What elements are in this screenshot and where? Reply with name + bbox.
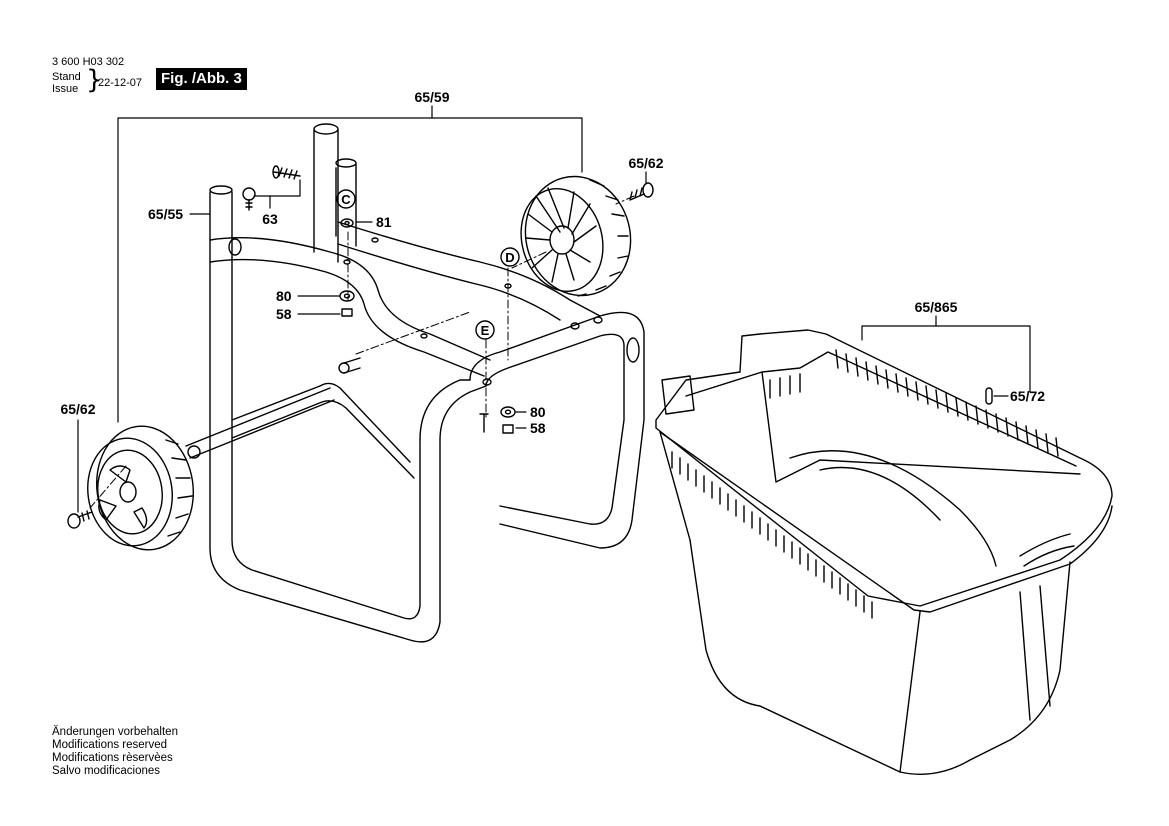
document-number: 3 600 H03 302 [52, 56, 125, 68]
callout-65-62-left: 65/62 [60, 401, 95, 417]
reference-mark-c: C [341, 192, 351, 207]
reference-mark-d: D [505, 250, 514, 265]
reference-circle-e [475, 320, 495, 340]
notice-line: Salvo modificaciones [52, 765, 161, 777]
reference-circle-c [336, 189, 356, 209]
callout-80-lower: 80 [530, 404, 546, 420]
wheel-right [520, 175, 632, 297]
callout-65-72: 65/72 [1010, 388, 1045, 404]
reference-circle-d [500, 247, 520, 267]
pin-part [985, 387, 993, 405]
callout-58-lower: 58 [530, 420, 546, 436]
modification-notice: Änderungen vorbehalten Modifications res… [52, 726, 178, 778]
notice-line: Modifications reserved [52, 739, 168, 751]
reference-mark-e: E [481, 323, 490, 338]
callout-65-62-right: 65/62 [628, 155, 663, 171]
figure-label: Fig. /Abb. 3 [156, 68, 247, 90]
wheel-left [87, 425, 195, 551]
bracket-glyph: } [86, 65, 103, 95]
callout-65-55: 65/55 [148, 206, 183, 222]
callout-58-upper: 58 [276, 306, 292, 322]
stand-label: Stand [52, 71, 81, 83]
callout-65-865: 65/865 [915, 299, 958, 315]
callout-81: 81 [376, 214, 392, 230]
grass-bin [655, 329, 1113, 775]
callout-65-59: 65/59 [414, 89, 449, 105]
issue-label: Issue [52, 83, 79, 95]
callout-80-upper: 80 [276, 288, 292, 304]
notice-line: Änderungen vorbehalten [52, 726, 178, 738]
leader-lines [77, 105, 1031, 513]
notice-line: Modifications rèservèes [52, 752, 173, 764]
fasteners [67, 165, 654, 529]
issue-date: 22-12-07 [98, 77, 143, 89]
callout-63: 63 [262, 211, 278, 227]
frame-tubes [185, 123, 645, 643]
